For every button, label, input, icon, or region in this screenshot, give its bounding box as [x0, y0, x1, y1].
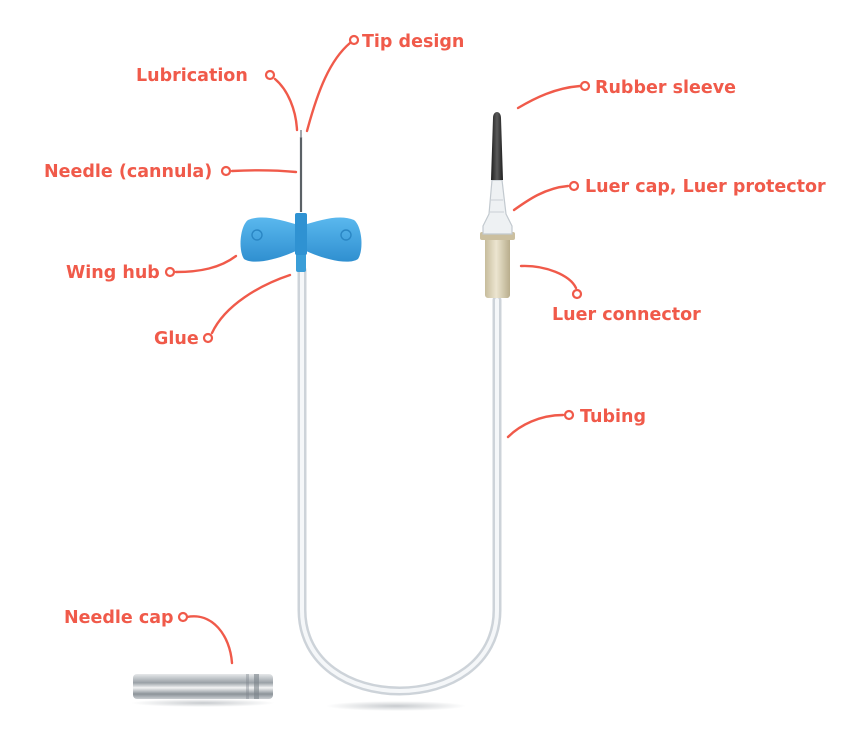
- leader-dot-luer-cap: [568, 180, 580, 192]
- leader-dot-glue: [202, 332, 214, 344]
- label-needle-cannula: Needle (cannula): [44, 162, 212, 182]
- labels: Tip design Lubrication Needle (cannula) …: [44, 32, 826, 628]
- leader-wing-hub: [174, 254, 238, 274]
- leader-needle-cap: [185, 615, 234, 665]
- leader-rubber-sleeve: [516, 84, 582, 110]
- needle-cap-ring: [246, 674, 249, 699]
- device: [131, 112, 515, 711]
- needle-cap: [133, 674, 273, 699]
- luer-connector: [485, 232, 510, 298]
- tubing: [297, 265, 502, 696]
- tubing-shadow: [326, 701, 466, 711]
- wing-left-grip: [251, 229, 263, 241]
- luer-cap: [482, 179, 513, 235]
- label-tubing: Tubing: [580, 407, 646, 427]
- leader-dot-tip-design: [348, 34, 360, 46]
- label-wing-hub: Wing hub: [66, 263, 160, 283]
- label-rubber-sleeve: Rubber sleeve: [595, 78, 736, 98]
- leader-glue: [210, 273, 292, 335]
- leader-dot-luer-connector: [571, 288, 583, 300]
- label-luer-cap: Luer cap, Luer protector: [585, 177, 826, 197]
- leader-dot-lubrication: [264, 69, 276, 81]
- label-lubrication: Lubrication: [136, 66, 248, 86]
- wing-hub-center: [295, 213, 307, 255]
- label-needle-cap: Needle cap: [64, 608, 174, 628]
- leader-tubing: [506, 413, 565, 439]
- label-luer-connector: Luer connector: [552, 305, 701, 325]
- leader-needle: [230, 169, 298, 174]
- rubber-sleeve: [491, 112, 503, 180]
- wing-right: [304, 217, 362, 262]
- leader-luer-cap: [512, 184, 570, 212]
- leader-lubrication: [273, 77, 299, 132]
- needle-cap-ring: [254, 674, 259, 699]
- cap-shadow: [131, 699, 275, 707]
- label-glue: Glue: [154, 329, 199, 349]
- leader-luer-connector: [519, 264, 578, 290]
- wing-left: [240, 217, 298, 262]
- tubing-highlight: [300, 268, 499, 693]
- leader-dot-wing-hub: [164, 266, 176, 278]
- leaders: [164, 34, 591, 665]
- label-tip-design: Tip design: [362, 32, 464, 52]
- wing-hub: [240, 213, 362, 262]
- leader-dot-needle-cap: [177, 611, 189, 623]
- leader-dot-rubber-sleeve: [579, 80, 591, 92]
- leader-dot-needle: [220, 165, 232, 177]
- leader-dot-tubing: [563, 409, 575, 421]
- leader-tip-design: [305, 41, 352, 133]
- wing-right-grip: [340, 229, 352, 241]
